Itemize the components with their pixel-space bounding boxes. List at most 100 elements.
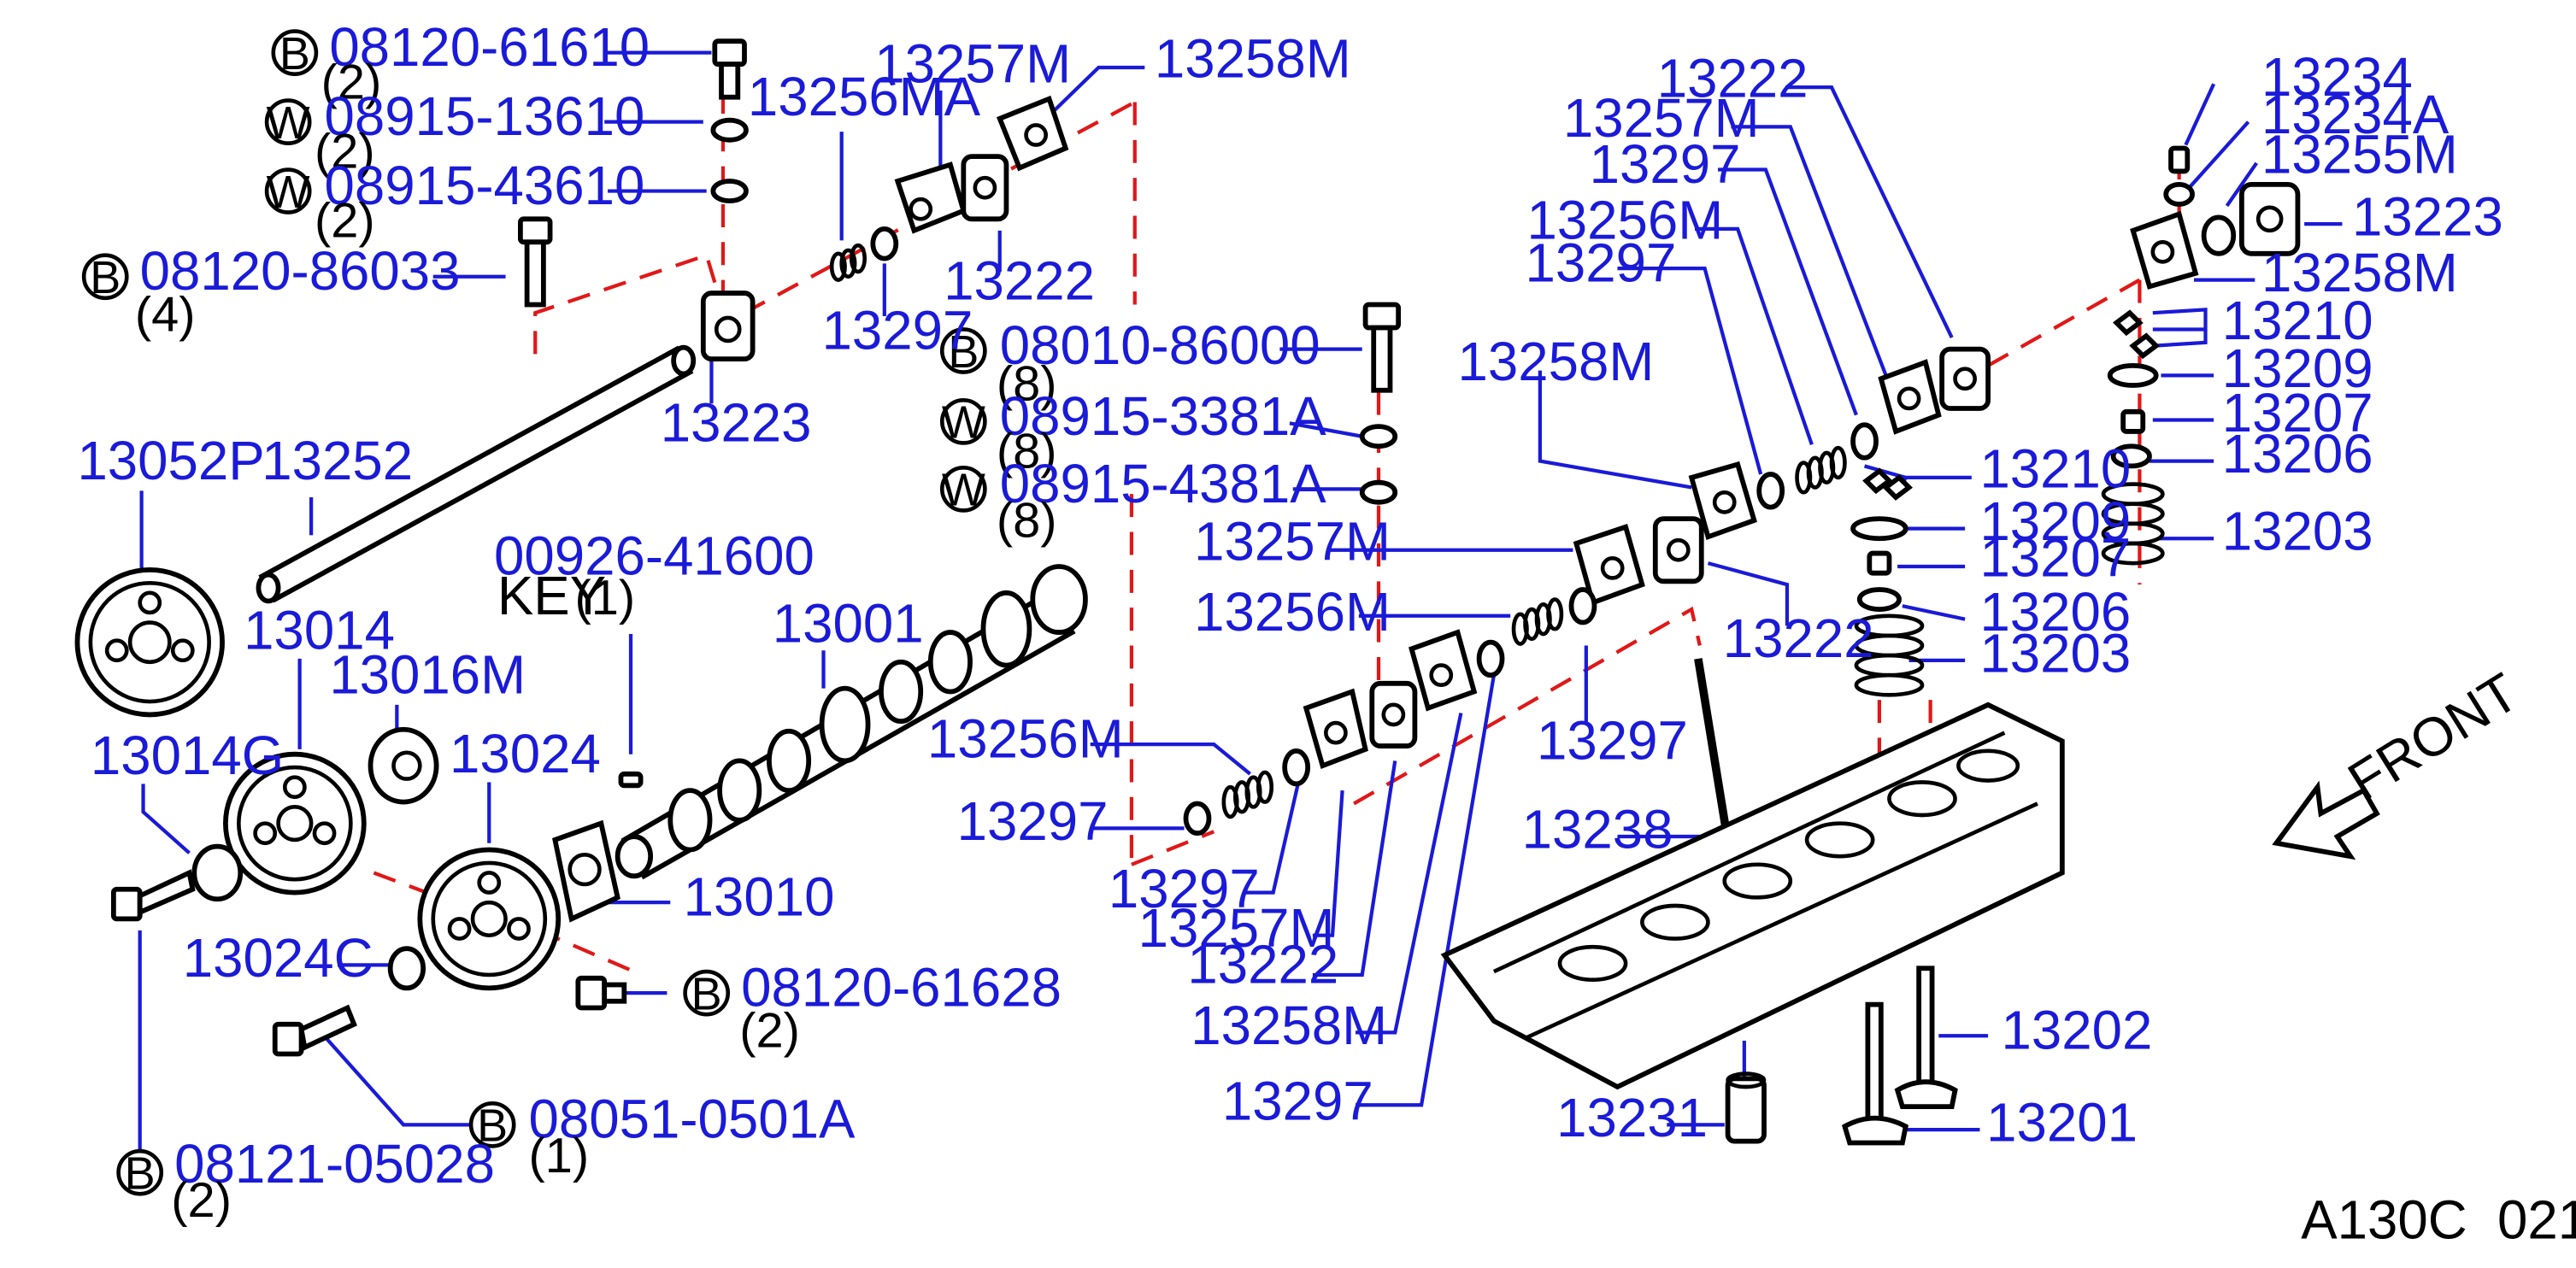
washer-08915-4381a [1359, 479, 1398, 505]
part-label: 13222 [944, 251, 1095, 312]
part-label: 13203 [1979, 623, 2131, 684]
part-label: 13256M [1194, 582, 1391, 643]
washer-13297-f [1850, 422, 1879, 461]
quantity: (1) [529, 1129, 590, 1183]
rocker-arm-13257m-c [1303, 688, 1368, 770]
part-label: 13210 [1979, 438, 2131, 499]
part-label: 13052P [77, 431, 264, 491]
part-label: 13210 [2222, 291, 2373, 351]
part-label: 13207 [2222, 383, 2373, 443]
part-label: 13257M [874, 33, 1071, 94]
quantity: (8) [997, 356, 1057, 411]
part-label: 13256MA [748, 67, 981, 127]
spring-13256m-c [1221, 770, 1274, 819]
valve-stack-left [1850, 467, 1925, 697]
rocker-arm-13257m-a [894, 161, 967, 234]
bracket-13222-a [961, 154, 1009, 222]
washer-13297-g [1756, 472, 1785, 510]
bolt-08010-86000 [1362, 302, 1402, 393]
key-label: KEY [497, 566, 606, 626]
callout-code: B [279, 28, 310, 79]
rocker-arm-13258m-a [996, 95, 1069, 172]
part-number: 08121-05028 [174, 1134, 495, 1195]
part-label: 13258M [1458, 332, 1655, 392]
bolt-08051-0501a [272, 1004, 357, 1057]
part-number: 08010-86000 [1000, 315, 1320, 376]
part-label: 13258M [1191, 995, 1387, 1056]
camshaft-13001 [615, 564, 1088, 880]
part-label: 13258M [2261, 243, 2458, 303]
callout-texts: B 08120-61610 (2) W 08915-13610 (2) W 08… [90, 17, 1326, 1228]
quantity: (8) [997, 493, 1057, 548]
washer-08915-43610 [710, 179, 749, 204]
quantity: (2) [171, 1173, 232, 1228]
part-label: 13258M [1155, 29, 1351, 90]
callout-code: B [691, 968, 722, 1019]
valve-guide-13231 [1725, 1071, 1767, 1144]
washer-13297-a [870, 226, 899, 261]
part-number: 08120-61610 [329, 17, 650, 78]
spring-13256m-b [1511, 597, 1564, 646]
part-label: 13222 [1657, 49, 1808, 109]
part-label: 13209 [1979, 491, 2131, 552]
part-label: 13207 [1979, 528, 2131, 589]
bracket-13222-c [1369, 680, 1418, 748]
washer-08915-3381a [1359, 424, 1398, 449]
callout-circle [116, 1148, 164, 1196]
part-number: 08051-0501A [529, 1089, 856, 1150]
part-label: 13297 [1222, 1071, 1373, 1132]
part-label: 13206 [2222, 424, 2373, 484]
valve-13201 [1841, 1001, 1908, 1146]
bolt-08120-61610 [712, 38, 747, 100]
part-label: 13297 [1109, 859, 1260, 919]
callout-circle [81, 253, 129, 301]
part-label: 13222 [1187, 935, 1338, 995]
callout-circle [939, 327, 987, 374]
hub-13016m [368, 726, 439, 805]
callout-code: W [942, 397, 985, 449]
part-label: 13256M [927, 709, 1124, 770]
quantity: (8) [997, 424, 1057, 478]
diagram-id: A130C 0212 [2301, 1189, 2576, 1250]
part-label: 13201 [1986, 1093, 2138, 1154]
part-label: 13010 [684, 867, 835, 928]
leader-lines [138, 50, 2343, 1154]
washer-13297-e [1476, 639, 1505, 678]
key-quantity: (1) [574, 571, 635, 625]
part-label: 13238 [1522, 800, 1673, 860]
part-label: 13001 [773, 594, 924, 655]
part-label: 13222 [1723, 608, 1874, 669]
callout-code: B [125, 1148, 156, 1199]
part-number: 08915-3381A [1000, 386, 1326, 447]
bracket-13222-b [1652, 516, 1704, 584]
callout-circle [939, 466, 987, 513]
part-label: 13231 [1556, 1088, 1708, 1148]
callout-circle [264, 98, 312, 145]
rocker-arm-13257m-b [1573, 524, 1645, 607]
part-label: 13256M [1526, 190, 1723, 250]
part-label: 13014 [244, 600, 395, 660]
part-label: 13202 [2002, 1001, 2153, 1061]
part-label: 13257M [1194, 511, 1391, 572]
washer-13014g [191, 843, 244, 902]
front-label: FRONT [2338, 661, 2528, 812]
washer-13297-c [1282, 748, 1311, 787]
callout-circle [271, 29, 319, 77]
part-label: 13223 [2352, 187, 2503, 248]
gear-13024 [417, 847, 562, 991]
part-label: 13209 [2222, 338, 2373, 399]
part-label: 13203 [2222, 502, 2373, 562]
part-label: 13223 [661, 393, 812, 454]
part-label: 13257M [1563, 88, 1760, 149]
callout-code: B [90, 252, 121, 303]
part-label: 13024 [450, 724, 601, 784]
spacer-13024c [387, 946, 426, 991]
bolt-08120-86033 [518, 216, 553, 308]
part-label: 13297 [1526, 233, 1677, 294]
rocker-arm-13258m-b [1688, 461, 1757, 541]
bracket-13222-d [1939, 346, 1991, 411]
quantity: (2) [321, 56, 382, 110]
quantity: (2) [739, 1004, 800, 1059]
callout-code: W [267, 97, 310, 149]
